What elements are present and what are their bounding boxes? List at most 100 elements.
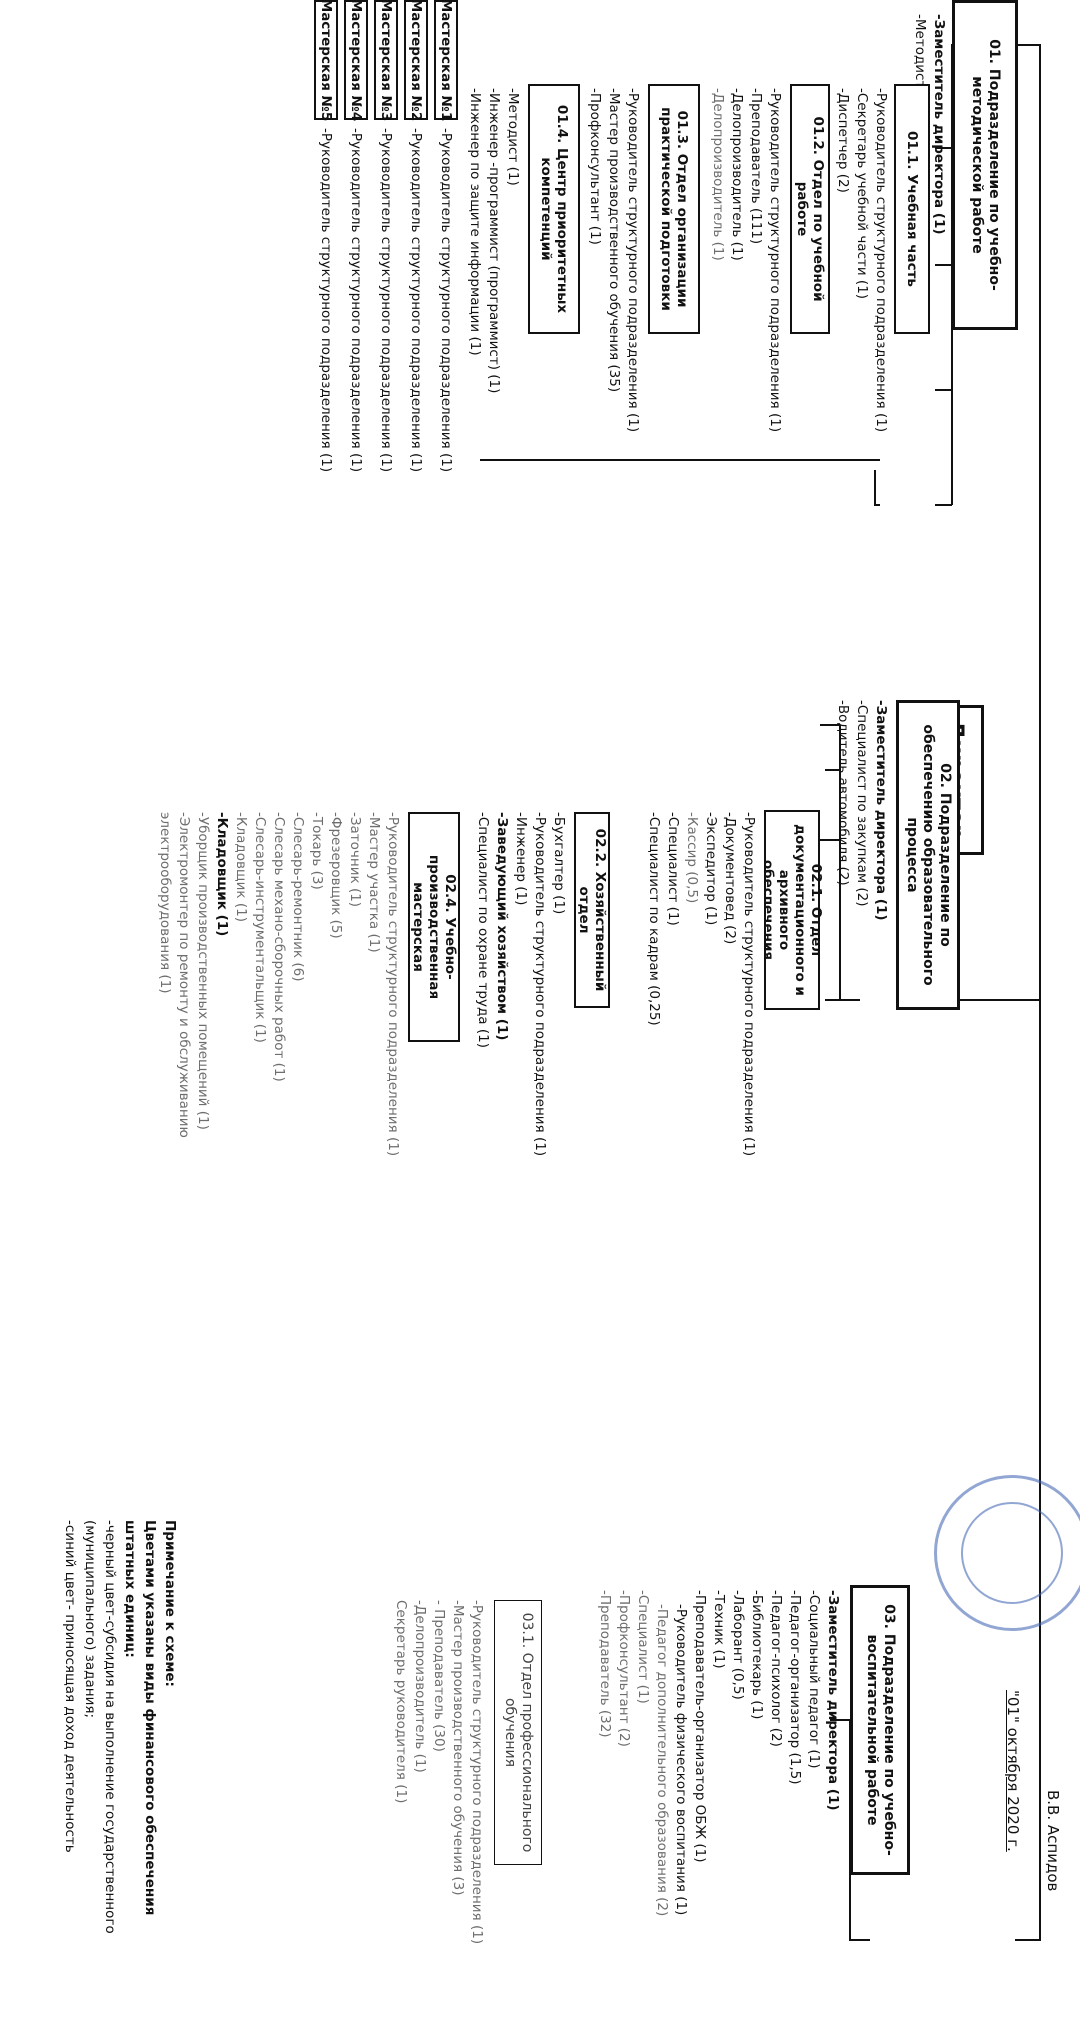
dept02-2-staff-3: -Инженер (1): [513, 812, 529, 906]
dept01-4-staff: -Методист (1) -Инженер -программист (про…: [465, 88, 522, 393]
workshop-5-label: Мастерская №5: [314, 0, 338, 121]
dept01-2-staff-2: -Преподаватель (111): [748, 88, 764, 245]
workshop-1-label: Мастерская №1: [434, 0, 458, 121]
dept01-3-box: 01.3. Отдел организации практической под…: [648, 84, 700, 334]
dept03-staff-6: -Лаборант (0,5): [730, 1590, 746, 1700]
dept02-2-staff-2: -Руководитель структурного подразделения…: [532, 812, 548, 1157]
workshop-2-staff: -Руководитель структурного подразделения…: [408, 128, 425, 473]
dept03-1-staff: -Руководитель структурного подразделения…: [391, 1600, 486, 1944]
workshop-2: Мастерская №2 -Руководитель структурного…: [404, 0, 428, 560]
dept01-3-staff-1: -Руководитель структурного подразделения…: [625, 88, 641, 433]
dept03-staff-7: -Техник (1): [711, 1590, 727, 1669]
note-line-4: -черный цвет-субсидия на выполнение госу…: [102, 1520, 118, 1934]
dept03-1-box: 03.1. Отдел профессионального обучения: [494, 1600, 542, 1865]
dept02-4-staff-13: электрооборудования (1): [157, 812, 173, 994]
dept03-staff-2: -Социальный педагог (1): [806, 1590, 822, 1769]
dept03-1-staff-1: -Руководитель структурного подразделения…: [469, 1600, 485, 1945]
dept02-4-staff-5: -Токарь (3): [309, 812, 325, 890]
workshop-4-staff: -Руководитель структурного подразделения…: [348, 128, 365, 473]
dept02-1-staff-4: -Кассир (0,5): [684, 812, 700, 904]
dept02-4-staff-4: -Фрезеровщик (5): [328, 812, 344, 939]
dept02-4-staff-12: -Электромонтер по ремонту и обслуживанию: [176, 812, 192, 1138]
note-line-6: -синий цвет- приносящая доход деятельнос…: [62, 1520, 78, 1853]
workshop-4: Мастерская №4 -Руководитель структурного…: [344, 0, 368, 560]
dept02-staff-2: -Специалист по закупкам (2): [854, 700, 870, 907]
dept02-1-staff-3: -Экспедитор (1): [703, 812, 719, 926]
dept03-1-staff-3: - Преподаватель (30): [431, 1600, 447, 1752]
workshop-5: Мастерская №5 -Руководитель структурного…: [314, 0, 338, 560]
dept03-staff-13: -Преподаватель (32): [597, 1590, 613, 1738]
dept01-3-staff-2: -Мастер производственного обучения (35): [606, 88, 622, 393]
dept03-staff-4: -Педагог-психолог (2): [768, 1590, 784, 1747]
dept02-2-box: 02.2. Хозяйственный отдел: [574, 812, 610, 1008]
dept03-staff-10: -Педагог дополнительного образования (2): [654, 1604, 670, 1917]
dept02-4-staff-1: -Руководитель структурного подразделения…: [385, 812, 401, 1157]
dept03-1-staff-5: Секретарь руководителя (1): [393, 1600, 409, 1804]
note-line-3: штатных единиц:: [122, 1520, 138, 1658]
dept01-2-staff-3: -Делопроизводитель (1): [729, 88, 745, 261]
dept02-4-staff-2: -Мастер участка (1): [366, 812, 382, 953]
workshops-list: Мастерская №1 -Руководитель структурного…: [314, 0, 458, 560]
dept02-1-staff-1: -Руководитель структурного подразделения…: [741, 812, 757, 1157]
dept01-2-box: 01.2. Отдел по учебной работе: [790, 84, 830, 334]
dept02-4-staff-11: -Уборщик производственных помещений (1): [195, 812, 211, 1130]
dept02-4-staff-6: -Слесарь-ремонтник (6): [290, 812, 306, 982]
dept03-staff-3: -Педагог-организатор (1,5): [787, 1590, 803, 1785]
dept02-1-staff-6: -Специалист по кадрам (0,25): [646, 812, 662, 1026]
dept02-2-staff-5: -Специалист по охране труда (1): [475, 812, 491, 1048]
dept01-staff-1: -Заместитель директора (1): [931, 14, 947, 235]
approval-signer: В.В. Аспидов: [1044, 1790, 1062, 1892]
schema-note: Примечание к схеме: Цветами указаны виды…: [60, 1520, 180, 1990]
dept02-1-box: 02.1. Отдел документационного и архивног…: [760, 810, 824, 1010]
dept02-box: 02. Подразделение по обеспечению образов…: [896, 700, 960, 1010]
dept02-4-staff-9: -Кладовщик (1): [233, 812, 249, 922]
dept03-staff-5: -Библиотекарь (1): [749, 1590, 765, 1720]
dept03-staff: -Заместитель директора (1) -Социальный п…: [595, 1590, 842, 1916]
workshop-3-label: Мастерская №3: [374, 0, 398, 121]
dept02-2-staff-4: -Заведующий хозяйством (1): [494, 812, 510, 1041]
dept02-2-staff-1: -Бухгалтер (1): [551, 812, 567, 915]
dept01-3-staff: -Руководитель структурного подразделения…: [585, 88, 642, 432]
workshop-3-staff: -Руководитель структурного подразделения…: [378, 128, 395, 473]
dept03-staff-8: -Преподаватель-организатор ОБЖ (1): [692, 1590, 708, 1863]
dept02-staff: -Заместитель директора (1) -Специалист п…: [833, 700, 890, 921]
dept01-box: 01. Подразделение по учебно-методической…: [952, 0, 1018, 330]
workshop-5-staff: -Руководитель структурного подразделения…: [318, 128, 335, 473]
dept02-4-staff-10: -Кладовщик (1): [214, 812, 230, 937]
note-line-2: Цветами указаны виды финансового обеспеч…: [142, 1520, 158, 1916]
note-line-1: Примечание к схеме:: [162, 1520, 178, 1687]
dept02-staff-3: -Водитель автомобиля (2): [835, 700, 851, 886]
dept03-staff-11: -Специалист (1): [635, 1590, 651, 1704]
dept02-staff-1: -Заместитель директора (1): [873, 700, 889, 921]
dept02-1-staff: -Руководитель структурного подразделения…: [644, 812, 758, 1156]
dept03-1-staff-2: -Мастер производственного обучения (3): [450, 1600, 466, 1896]
dept03-1-staff-4: -Делопроизводитель (1): [412, 1600, 428, 1773]
dept01-2-staff-1: -Руководитель структурного подразделения…: [767, 88, 783, 433]
dept01-1-staff-1: -Руководитель структурного подразделения…: [873, 88, 889, 433]
workshop-4-label: Мастерская №4: [344, 0, 368, 121]
dept02-4-staff: -Руководитель структурного подразделения…: [155, 812, 402, 1156]
dept03-box: 03. Подразделение по учебно-воспитательн…: [850, 1585, 910, 1875]
dept01-1-staff-3: -Диспетчер (2): [835, 88, 851, 193]
workshop-2-label: Мастерская №2: [404, 0, 428, 121]
dept03-staff-12: -Профконсультант (2): [616, 1590, 632, 1747]
official-stamp: [934, 1475, 1080, 1631]
dept02-4-box: 02.4. Учебно-производственная мастерская: [408, 812, 460, 1042]
dept01-4-staff-3: -Инженер по защите информации (1): [467, 88, 483, 356]
workshop-1-staff: -Руководитель структурного подразделения…: [438, 128, 455, 473]
dept01-4-staff-2: -Инженер -программист (программист) (1): [486, 88, 502, 394]
dept02-4-staff-8: -Слесарь-инструментальщик (1): [252, 812, 268, 1043]
dept02-1-staff-2: -Документовед (2): [722, 812, 738, 945]
dept01-1-box: 01.1. Учебная часть: [894, 84, 930, 334]
dept02-4-staff-3: -Заточник (1): [347, 812, 363, 908]
approval-date: "01" октября 2020 г.: [1004, 1690, 1022, 1852]
dept02-1-staff-5: -Специалист (1): [665, 812, 681, 926]
dept01-4-staff-1: -Методист (1): [505, 88, 521, 186]
dept01-1-staff-2: -Секретарь учебной части (1): [854, 88, 870, 300]
dept03-staff-1: -Заместитель директора (1): [825, 1590, 841, 1811]
dept02-2-staff: -Бухгалтер (1) -Руководитель структурног…: [473, 812, 568, 1156]
dept01-2-staff-4: -Делопроизводитель (1): [710, 88, 726, 261]
dept01-1-staff: -Руководитель структурного подразделения…: [833, 88, 890, 432]
